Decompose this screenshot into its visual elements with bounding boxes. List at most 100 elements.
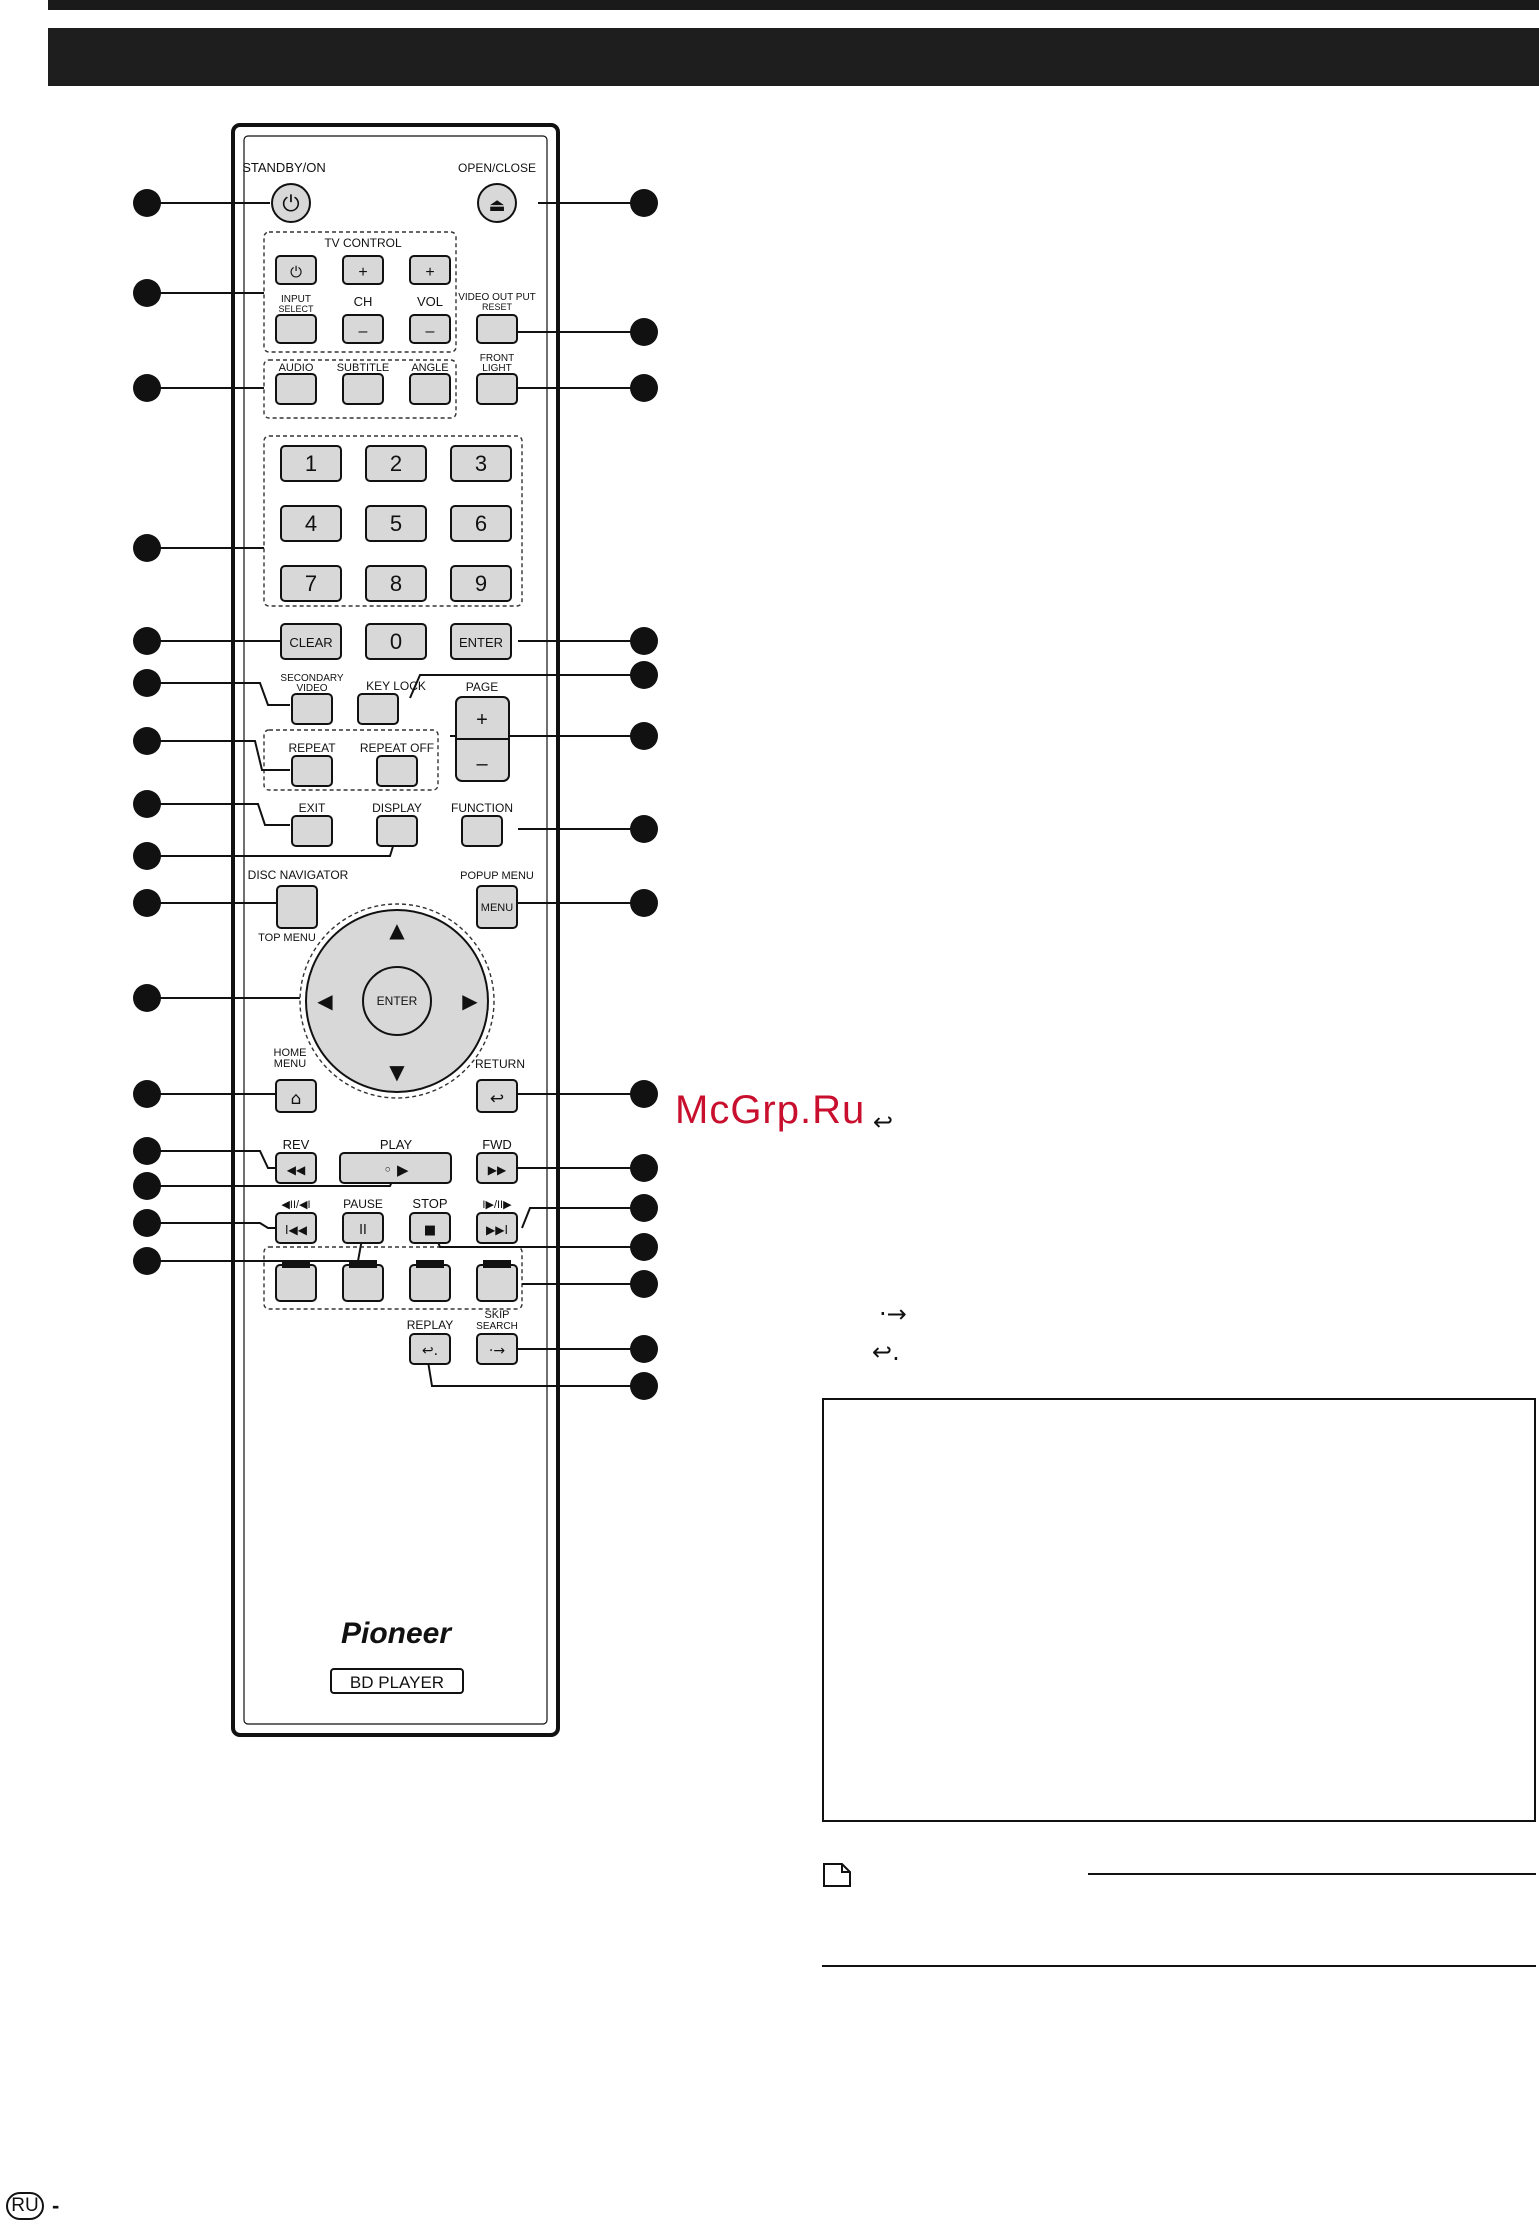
replay-button[interactable] xyxy=(409,1333,451,1365)
digit-7-text: 7 xyxy=(305,571,317,596)
page-minus-text: – xyxy=(476,753,488,775)
input-label: INPUT xyxy=(281,294,311,305)
stop-button[interactable] xyxy=(409,1212,451,1244)
digit-2-text: 2 xyxy=(390,451,402,476)
open-close-label: OPEN/CLOSE xyxy=(458,161,536,175)
digit-8-button[interactable] xyxy=(365,565,427,602)
input-select-button[interactable] xyxy=(275,314,317,344)
color-button-1[interactable] xyxy=(275,1264,317,1302)
fwd-label: FWD xyxy=(482,1137,512,1152)
color-button-4[interactable] xyxy=(476,1264,518,1302)
enter-button[interactable] xyxy=(450,623,512,660)
repeat-button[interactable] xyxy=(291,755,333,787)
subtitle-button[interactable] xyxy=(342,373,384,405)
step-back-label: ◀II/◀I xyxy=(281,1199,310,1211)
digit-8-text: 8 xyxy=(390,571,402,596)
front-light-button[interactable] xyxy=(476,373,518,405)
repeat-label: REPEAT xyxy=(288,741,336,755)
right-arrow-icon: ▶ xyxy=(462,989,478,1013)
callout-marker xyxy=(133,842,161,870)
vol-minus-button[interactable] xyxy=(409,314,451,344)
exit-button[interactable] xyxy=(291,815,333,847)
callout-marker xyxy=(630,1194,658,1222)
vol-plus-text: + xyxy=(425,264,434,281)
repeat-off-button[interactable] xyxy=(376,755,418,787)
ch-minus-text: – xyxy=(359,323,368,340)
tv-control-group xyxy=(263,231,457,353)
audio-button[interactable] xyxy=(275,373,317,405)
video-label: VIDEO xyxy=(296,683,327,694)
digit-0-text: 0 xyxy=(390,629,402,654)
digit-9-button[interactable] xyxy=(450,565,512,602)
brand-logo-text: Pioneer xyxy=(341,1617,453,1650)
skip-search-button[interactable] xyxy=(476,1333,518,1365)
tv-power-button[interactable] xyxy=(275,255,317,285)
disc-navigator-label: DISC NAVIGATOR xyxy=(248,868,349,882)
callout-marker xyxy=(630,627,658,655)
audio-label: AUDIO xyxy=(279,362,314,374)
display-button[interactable] xyxy=(376,815,418,847)
next-icon: ▶▶I xyxy=(486,1223,508,1237)
ch-minus-button[interactable] xyxy=(342,314,384,344)
clear-button[interactable] xyxy=(280,623,342,660)
dpad-enter-button[interactable] xyxy=(362,966,432,1036)
callout-marker xyxy=(133,279,161,307)
digit-7-button[interactable] xyxy=(280,565,342,602)
digit-2-button[interactable] xyxy=(365,445,427,482)
pause-button[interactable] xyxy=(342,1212,384,1244)
play-label: PLAY xyxy=(380,1137,413,1152)
video-output-reset-button[interactable] xyxy=(476,314,518,344)
step-back-button[interactable] xyxy=(275,1212,317,1244)
callout-marker xyxy=(630,661,658,689)
callout-marker xyxy=(133,1247,161,1275)
home-icon: ⌂ xyxy=(291,1089,302,1109)
replay-label: REPLAY xyxy=(407,1318,453,1332)
callout-marker xyxy=(133,1137,161,1165)
skip-arrow-icon: ·→ xyxy=(879,1300,907,1328)
callout-marker xyxy=(133,189,161,217)
callout-marker xyxy=(630,318,658,346)
open-close-button[interactable] xyxy=(477,183,517,223)
function-button[interactable] xyxy=(461,815,503,847)
callout-marker xyxy=(133,984,161,1012)
replay-icon: ↩. xyxy=(422,1343,438,1359)
language-badge: RU xyxy=(6,2192,44,2220)
light-label: LIGHT xyxy=(482,363,511,374)
digit-1-button[interactable] xyxy=(280,445,342,482)
play-button[interactable] xyxy=(339,1152,452,1184)
remote-control-diagram: ⏻ ⏏ ⏻ ▲ ▼ ◀ ▶ ⌂ ↩ ◀◀ ◦ ▶ ▶▶ I◀◀ II ■ ▶▶I… xyxy=(133,123,658,1737)
return-button[interactable] xyxy=(476,1079,518,1113)
digit-0-button[interactable] xyxy=(365,623,427,660)
rev-button[interactable] xyxy=(275,1152,317,1184)
callout-marker xyxy=(133,727,161,755)
standby-button[interactable] xyxy=(271,183,311,223)
angle-button[interactable] xyxy=(409,373,451,405)
home-menu-button[interactable] xyxy=(275,1079,317,1113)
disc-navigator-button[interactable] xyxy=(276,885,318,929)
home-label: HOME xyxy=(274,1047,307,1059)
left-arrow-icon: ◀ xyxy=(317,989,333,1013)
note-icon xyxy=(823,1863,851,1887)
step-fwd-button[interactable] xyxy=(476,1212,518,1244)
digit-5-button[interactable] xyxy=(365,505,427,542)
digit-4-button[interactable] xyxy=(280,505,342,542)
popup-menu-button[interactable] xyxy=(476,885,518,929)
callout-marker xyxy=(133,790,161,818)
secondary-video-button[interactable] xyxy=(291,693,333,725)
vol-plus-button[interactable] xyxy=(409,255,451,285)
eject-icon: ⏏ xyxy=(488,195,505,216)
exit-label: EXIT xyxy=(299,801,326,815)
repeat-off-label: REPEAT OFF xyxy=(360,741,434,755)
ch-plus-button[interactable] xyxy=(342,255,384,285)
fwd-button[interactable] xyxy=(476,1152,518,1184)
watermark-text: McGrp.Ru xyxy=(675,1088,866,1132)
return-icon: ↩ xyxy=(873,1108,894,1136)
return-label: RETURN xyxy=(475,1057,525,1071)
color-button-3[interactable] xyxy=(409,1264,451,1302)
color-button-2[interactable] xyxy=(342,1264,384,1302)
digit-6-button[interactable] xyxy=(450,505,512,542)
digit-1-text: 1 xyxy=(305,451,317,476)
ch-label: CH xyxy=(354,294,373,309)
key-lock-button[interactable] xyxy=(357,693,399,725)
digit-3-button[interactable] xyxy=(450,445,512,482)
